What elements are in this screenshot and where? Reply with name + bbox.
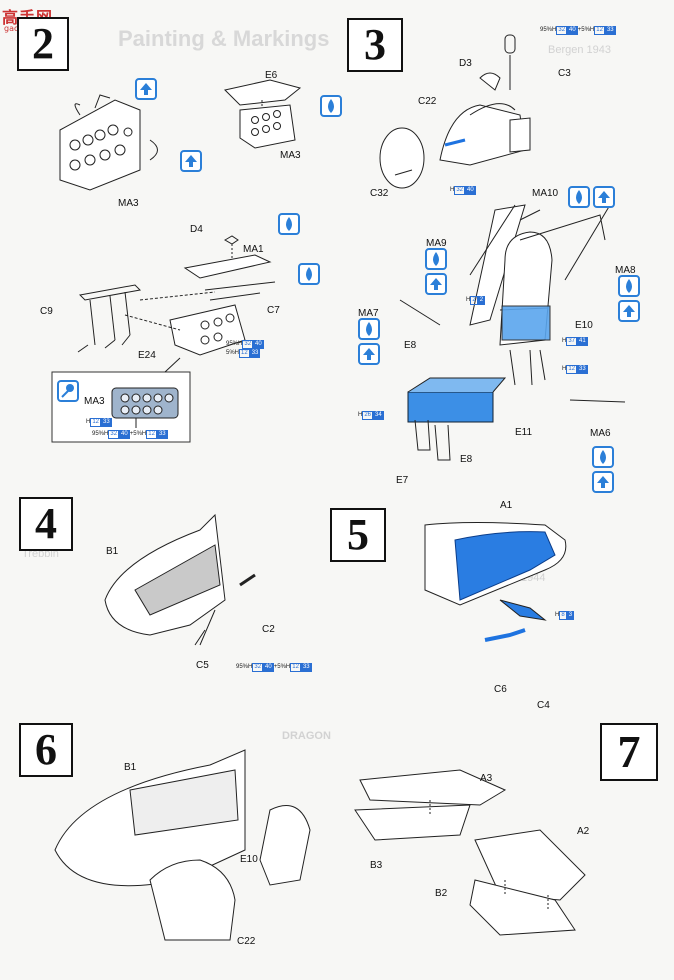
drop-icon (568, 186, 590, 208)
label-c22: C22 (237, 936, 256, 947)
drop-icon (425, 248, 447, 270)
label-ma3: MA3 (118, 198, 139, 209)
label-b3: B3 (370, 860, 383, 871)
step-5-number: 5 (330, 508, 386, 562)
label-b1: B1 (124, 762, 137, 773)
label-ma10: MA10 (532, 188, 559, 199)
drop-icon (298, 263, 320, 285)
label-c9: C9 (40, 306, 53, 317)
label-e11: E11 (515, 427, 533, 438)
drop-icon (618, 275, 640, 297)
headrest-c22-drawing (379, 34, 531, 189)
label-a1: A1 (500, 500, 513, 511)
floor-assembly-drawing (77, 235, 276, 356)
fuselage-b1-drawing (104, 513, 256, 646)
bg-sub1: Bergen 1943 (548, 44, 611, 56)
panel-e6-drawing (224, 79, 302, 149)
label-c22: C22 (418, 96, 437, 107)
label-e10: E10 (575, 320, 593, 331)
label-c32: C32 (370, 188, 389, 199)
bg-brand: DRAGON (282, 730, 331, 742)
bg-sub3: Trebbin (22, 548, 59, 560)
label-a3: A3 (480, 773, 493, 784)
label-c3: C3 (558, 68, 571, 79)
bg-heading: Painting & Markings (118, 26, 330, 51)
label-d3: D3 (459, 58, 472, 69)
drop-icon (320, 95, 342, 117)
panel-ma3-drawing (59, 94, 158, 191)
step-4-number: 4 (19, 497, 73, 551)
drop-icon (278, 213, 300, 235)
label-c6: C6 (494, 684, 507, 695)
arrow-up-icon (180, 150, 202, 172)
label-c5: C5 (196, 660, 209, 671)
label-ma1: MA1 (243, 244, 264, 255)
label-a2: A2 (577, 826, 590, 837)
step-3-number: 3 (347, 18, 403, 72)
label-ma6: MA6 (590, 428, 611, 439)
wing-a2-drawing (469, 829, 586, 936)
arrow-up-icon (135, 78, 157, 100)
label-e8: E8 (404, 340, 417, 351)
label-e24: E24 (138, 350, 156, 361)
label-d4: D4 (190, 224, 203, 235)
step-7-number: 7 (600, 723, 658, 781)
seat-assembly-drawing (399, 204, 626, 461)
brush-icon (57, 380, 79, 402)
label-e6: E6 (265, 70, 278, 81)
label-c2: C2 (262, 624, 275, 635)
label-ma7: MA7 (358, 308, 379, 319)
label-e8: E8 (460, 454, 473, 465)
label-ma8: MA8 (615, 265, 636, 276)
drop-icon (358, 318, 380, 340)
step-6-number: 6 (19, 723, 73, 777)
arrow-up-icon (618, 300, 640, 322)
label-b2: B2 (435, 888, 448, 899)
label-ma3-inset: MA3 (84, 396, 105, 407)
label-c7: C7 (267, 305, 280, 316)
drop-icon (592, 446, 614, 468)
label-c4: C4 (537, 700, 550, 711)
step-2-number: 2 (17, 17, 69, 71)
label-e7: E7 (396, 475, 409, 486)
wing-a3-drawing (354, 769, 507, 841)
label-ma9: MA9 (426, 238, 447, 249)
inset-panel-drawing (111, 387, 179, 428)
label-b1: B1 (106, 546, 119, 557)
fuselage-assembly-drawing (54, 749, 311, 941)
label-ma3: MA3 (280, 150, 301, 161)
arrow-up-icon (425, 273, 447, 295)
label-e10: E10 (240, 854, 258, 865)
arrow-up-icon (593, 186, 615, 208)
arrow-up-icon (592, 471, 614, 493)
arrow-up-icon (358, 343, 380, 365)
fuselage-a1-drawing (424, 522, 567, 642)
